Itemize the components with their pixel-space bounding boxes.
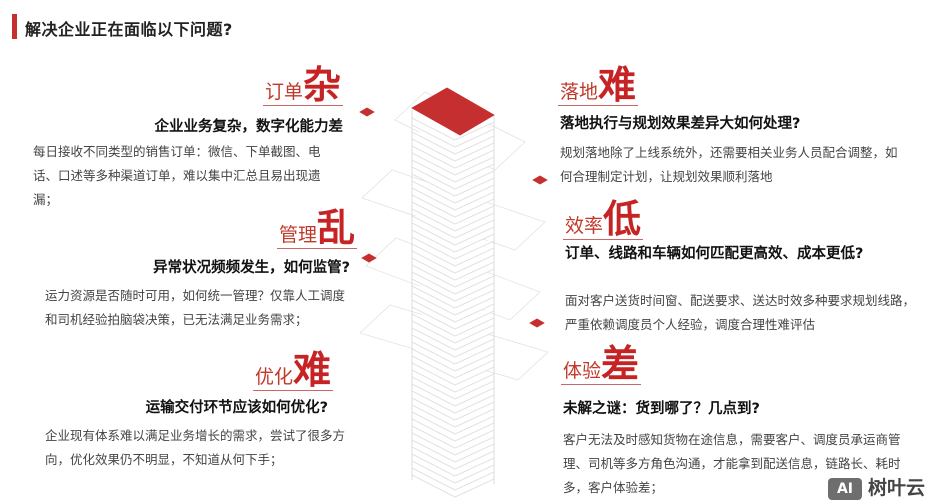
watermark-text: 树叶云: [868, 477, 926, 499]
red-marker-diamond: [529, 318, 545, 328]
heading-efficiency: 订单、线路和车辆如何匹配更高效、成本更低?: [565, 246, 864, 262]
layer-plate: [359, 304, 549, 381]
label-keyword: 乱: [316, 205, 355, 250]
heading-management: 异常状况频频发生，如何监管?: [153, 260, 350, 276]
stack-edges: [411, 110, 495, 484]
layer-plate: [394, 91, 526, 171]
heading-order: 企业业务复杂，数字化能力差: [154, 119, 344, 135]
watermark: AI 树叶云: [828, 477, 925, 500]
label-order: 订单杂: [262, 66, 343, 106]
header-accent-bar: [12, 14, 17, 39]
label-keyword: 差: [601, 341, 640, 386]
label-prefix: 管理: [278, 224, 317, 246]
watermark-logo-icon: AI: [828, 477, 862, 500]
label-prefix: 优化: [254, 366, 293, 388]
heading-optimization: 运输交付环节应该如何优化?: [145, 400, 328, 416]
label-prefix: 体验: [563, 360, 602, 382]
red-marker-diamond: [359, 107, 375, 117]
body-optimization: 企业现有体系难以满足业务增长的需求，尝试了很多方向，优化效果仍不明显，不知道从何…: [45, 428, 346, 467]
body-experience: 客户无法及时感知货物在途信息，需要客户、调度员承运商管理、司机等多方角色沟通，才…: [563, 432, 901, 495]
red-marker-diamond: [361, 253, 377, 263]
body-landing: 规划落地除了上线系统外，还需要相关业务人员配合调整，如何合理制定计划，让规划效果…: [560, 145, 898, 184]
top-red-diamond: [411, 87, 495, 136]
label-landing: 落地难: [558, 66, 639, 106]
label-optimization: 优化难: [252, 351, 333, 391]
label-prefix: 效率: [565, 215, 604, 237]
page-title: 解决企业正在面临以下问题?: [25, 20, 233, 39]
label-keyword: 杂: [302, 62, 341, 107]
label-keyword: 难: [292, 347, 331, 392]
body-efficiency: 面对客户送货时间窗、配送要求、送达时效多种要求规划线路，严重依赖调度员个人经验，…: [565, 293, 916, 332]
heading-landing: 落地执行与规划效果差异大如何处理?: [560, 116, 801, 132]
heading-experience: 未解之谜：货到哪了？几点到?: [563, 401, 760, 417]
label-prefix: 落地: [560, 81, 599, 103]
label-keyword: 低: [603, 196, 642, 241]
label-management: 管理乱: [276, 209, 357, 249]
label-keyword: 难: [598, 62, 637, 107]
red-marker-diamond: [532, 175, 548, 185]
body-management: 运力资源是否随时可用，如何统一管理？仅靠人工调度和司机经验拍脑袋决策，已无法满足…: [45, 288, 346, 327]
layer-plate: [365, 237, 541, 321]
label-experience: 体验差: [561, 345, 642, 385]
label-efficiency: 效率低: [563, 200, 644, 240]
label-prefix: 订单: [264, 81, 303, 103]
body-order: 每日接收不同类型的销售订单：微信、下单截图、电话、口述等多种渠道订单，难以集中汇…: [33, 144, 321, 207]
